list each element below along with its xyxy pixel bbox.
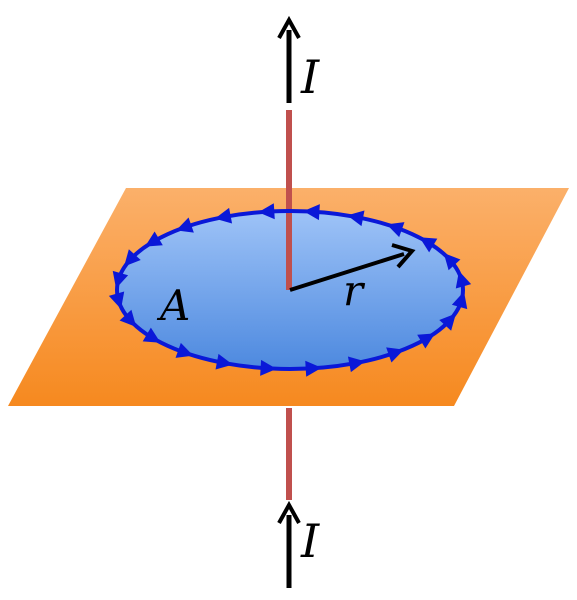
loop-arrowhead-icon: [258, 203, 275, 220]
loop-arrowhead-icon: [215, 353, 233, 370]
loop-arrowhead-icon: [455, 270, 472, 289]
loop-arrowhead-icon: [305, 360, 322, 377]
radius-arrow-shaft: [289, 252, 405, 292]
loop-arrowhead-icon: [214, 207, 233, 224]
loop-arrowhead-icon: [144, 231, 163, 247]
current-arrow-top: [277, 15, 301, 103]
current-label-bottom: I: [300, 514, 320, 568]
radius-label: r: [343, 266, 366, 315]
loop-arrowheads: [108, 203, 472, 377]
loop-arrowhead-icon: [303, 204, 320, 221]
loop-arrowhead-icon: [108, 291, 125, 310]
loop-arrowhead-icon: [386, 222, 405, 238]
current-arrow-bottom: [277, 500, 301, 588]
current-label-top: I: [300, 50, 320, 104]
loop-arrowhead-icon: [386, 347, 404, 363]
loop-arrowhead-icon: [142, 327, 161, 343]
loop-arrowhead-icon: [439, 313, 456, 331]
area-label: A: [156, 281, 190, 330]
amperian-loop: [115, 209, 465, 371]
loop-arrowhead-icon: [176, 217, 194, 233]
loop-arrowhead-icon: [175, 342, 194, 358]
loop-arrowhead-icon: [417, 333, 436, 349]
loop-arrowhead-icon: [347, 356, 366, 373]
loop-arrowhead-icon: [347, 210, 365, 227]
loop-arrowhead-icon: [419, 237, 438, 253]
radius-arrow: [289, 243, 416, 292]
loop-arrowhead-icon: [260, 359, 277, 376]
radius-arrow-head: [391, 243, 416, 269]
current-arrow-top-head: [277, 15, 301, 39]
loop-arrowhead-icon: [443, 253, 461, 271]
loop-arrowhead-icon: [112, 270, 129, 289]
current-arrow-bottom-head: [277, 500, 301, 524]
loop-arrowhead-icon: [451, 291, 468, 310]
loop-arrowhead-icon: [124, 249, 141, 267]
loop-arrowhead-icon: [119, 309, 137, 327]
